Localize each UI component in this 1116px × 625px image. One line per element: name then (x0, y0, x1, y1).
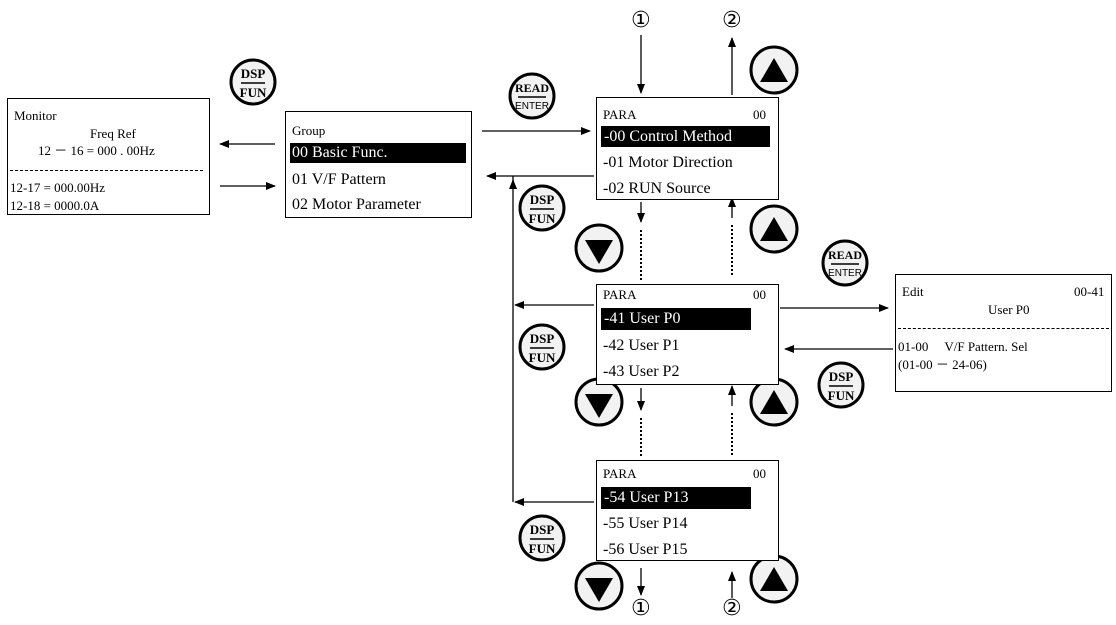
para-item[interactable]: -55 User P14 (603, 515, 688, 532)
dsp-label: DSP (530, 192, 555, 207)
monitor-line-3: 12-18 = 0000.0A (10, 198, 100, 213)
monitor-freq-value: 12 － 16 = 000 . 00Hz (38, 143, 155, 158)
dsp-label: DSP (241, 66, 266, 81)
read-label: READ (515, 81, 549, 95)
marker-1-top: ① (631, 8, 651, 33)
dsp-fun-key[interactable]: DSP FUN (518, 184, 566, 232)
divider (898, 328, 1109, 329)
edit-code: 00-41 (1074, 284, 1105, 299)
para-title: PARA (603, 466, 637, 481)
group-screen: Group 00 Basic Func. 01 V/F Pattern 02 M… (285, 111, 472, 218)
para-screen: PARA 00 -54 User P13 -55 User P14 -56 Us… (596, 460, 779, 561)
divider (10, 170, 203, 171)
para-screen: PARA 00 -41 User P0 -42 User P1 -43 User… (596, 284, 779, 385)
dsp-label: DSP (530, 331, 555, 346)
para-title: PARA (603, 107, 637, 122)
edit-title: Edit (902, 284, 924, 299)
para-item[interactable]: -42 User P1 (603, 337, 680, 354)
monitor-subtitle: Freq Ref (90, 126, 136, 141)
dsp-label: DSP (530, 522, 555, 537)
up-arrow-key-icon[interactable] (749, 204, 799, 254)
up-arrow-key-icon[interactable] (749, 554, 799, 604)
para-item-selected[interactable]: -00 Control Method (601, 126, 770, 147)
para-screen: PARA 00 -00 Control Method -01 Motor Dir… (596, 97, 779, 200)
para-item[interactable]: -43 User P2 (603, 363, 680, 380)
enter-label: ENTER (828, 268, 862, 279)
up-arrow-key-icon[interactable] (749, 377, 799, 427)
group-title: Group (292, 123, 326, 138)
dsp-fun-key[interactable]: DSP FUN (229, 58, 277, 106)
para-item[interactable]: -56 User P15 (603, 541, 688, 558)
read-enter-key[interactable]: READ ENTER (821, 239, 869, 287)
edit-screen: Edit 00-41 User P0 01-00 V/F Pattern. Se… (895, 274, 1112, 392)
fun-label: FUN (529, 350, 556, 365)
down-arrow-key-icon[interactable] (574, 561, 624, 611)
marker-1-bottom: ① (631, 596, 651, 621)
para-code: 00 (753, 466, 766, 481)
para-item[interactable]: -02 RUN Source (603, 180, 711, 197)
para-item[interactable]: -01 Motor Direction (603, 154, 733, 171)
down-arrow-key-icon[interactable] (574, 223, 624, 273)
fun-label: FUN (240, 85, 267, 100)
marker-2-bottom: ② (722, 596, 742, 621)
read-enter-key[interactable]: READ ENTER (508, 72, 556, 120)
dsp-label: DSP (829, 369, 854, 384)
down-arrow-key-icon[interactable] (574, 377, 624, 427)
monitor-title: Monitor (14, 108, 57, 123)
read-label: READ (828, 248, 862, 262)
fun-label: FUN (529, 211, 556, 226)
edit-subtitle: User P0 (988, 302, 1030, 317)
dsp-fun-key[interactable]: DSP FUN (518, 514, 566, 562)
edit-line-3: (01-00 － 24-06) (898, 357, 987, 372)
fun-label: FUN (529, 541, 556, 556)
marker-2-top: ② (722, 8, 742, 33)
para-code: 00 (753, 287, 766, 302)
up-arrow-key-icon[interactable] (749, 45, 799, 95)
enter-label: ENTER (515, 101, 549, 112)
para-title: PARA (603, 287, 637, 302)
para-item-selected[interactable]: -41 User P0 (601, 308, 751, 330)
edit-line-2: 01-00 V/F Pattern. Sel (898, 339, 1028, 354)
dsp-fun-key[interactable]: DSP FUN (817, 361, 865, 409)
para-code: 00 (753, 107, 766, 122)
monitor-line-2: 12-17 = 000.00Hz (10, 180, 106, 195)
fun-label: FUN (828, 388, 855, 403)
group-item[interactable]: 01 V/F Pattern (292, 171, 386, 188)
monitor-screen: Monitor Freq Ref 12 － 16 = 000 . 00Hz 12… (7, 98, 210, 215)
group-item[interactable]: 02 Motor Parameter (292, 196, 421, 213)
dsp-fun-key[interactable]: DSP FUN (518, 323, 566, 371)
para-item-selected[interactable]: -54 User P13 (601, 487, 751, 509)
group-item-selected[interactable]: 00 Basic Func. (290, 143, 466, 163)
